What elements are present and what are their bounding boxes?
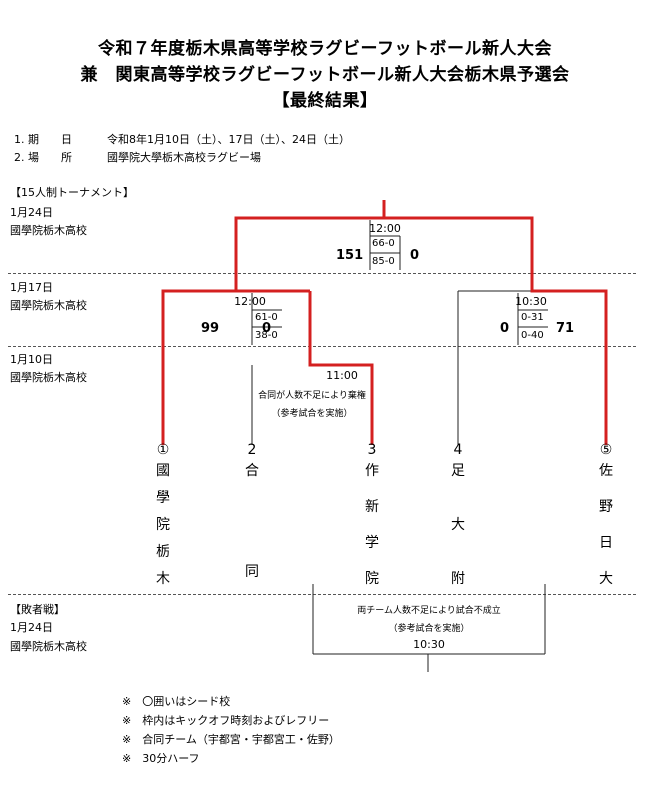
date-value: 令和8年1月10日（土）、17日（土）、24日（土） (107, 133, 350, 146)
team-name-char: 野 (599, 499, 613, 515)
team-number: 2 (247, 442, 257, 458)
divider-round2 (8, 346, 636, 347)
winner-path (384, 216, 608, 445)
semi-left-right-score: 0 (262, 321, 271, 336)
team-name-char: 學 (156, 490, 170, 506)
team-name-char: 佐 (599, 463, 613, 479)
winner-path (161, 200, 386, 445)
loser-title: 【敗者戦】 (10, 603, 65, 616)
team-name-char: 院 (365, 571, 379, 587)
page-title-line2: 兼 関東高等学校ラグビーフットボール新人大会栃木県予選会 (80, 65, 570, 85)
team-name-char: 木 (156, 571, 170, 587)
team-name-char: 日 (599, 535, 613, 551)
team-number: ① (156, 442, 170, 458)
team-name-char: 院 (156, 517, 170, 533)
first-round-note1: 合同が人数不足により棄権 (258, 391, 366, 401)
loser-time: 10:30 (413, 638, 445, 651)
page-title-line1: 令和７年度栃木県高等学校ラグビーフットボール新人大会 (98, 39, 552, 59)
final-half2: 85-0 (372, 256, 395, 267)
loser-venue: 國學院栃木高校 (10, 640, 87, 653)
semi-left-half1: 61-0 (255, 312, 278, 323)
team-name-char: 合 (245, 463, 259, 479)
team-name-char: 作 (365, 463, 379, 479)
semi-right-half1: 0-31 (521, 312, 544, 323)
first-round-note2: （参考試合を実施） (271, 409, 353, 419)
footnote: ※ 〇囲いはシード校 (122, 695, 231, 708)
team-name-char: 國 (156, 463, 170, 479)
team-sakushin-gakuin: 3 作 新 学 院 (362, 442, 382, 588)
final-right-score: 0 (410, 248, 420, 263)
winner-path (308, 291, 374, 445)
footnote: ※ 合同チーム（宇都宮・宇都宮工・佐野） (122, 733, 340, 746)
team-number: ⑤ (599, 442, 613, 458)
semi-left-time: 12:00 (234, 295, 266, 308)
team-asadai-fuzoku: 4 足 大 附 (448, 442, 468, 588)
team-name-char: 大 (451, 517, 465, 533)
round1-venue: 國學院栃木高校 (10, 371, 87, 384)
team-name-char: 同 (245, 564, 259, 580)
tournament-title: 【15人制トーナメント】 (10, 186, 134, 199)
semi-right-right-score: 71 (556, 321, 575, 336)
team-name-char: 学 (365, 535, 379, 551)
final-left-score: 151 (336, 248, 364, 263)
team-number: 4 (453, 442, 463, 458)
date-label: 1. 期 日 (14, 133, 72, 146)
first-round-time: 11:00 (326, 369, 358, 382)
round1-date: 1月10日 (10, 353, 53, 366)
semi-left-left-score: 99 (201, 321, 220, 336)
semi-right-left-score: 0 (500, 321, 510, 336)
team-name-char: 足 (451, 463, 465, 479)
semi-right-half2: 0-40 (521, 330, 544, 341)
team-sano-nichidai: ⑤ 佐 野 日 大 (596, 442, 616, 588)
team-name-char: 新 (365, 499, 379, 515)
loser-note2: （参考試合を実施） (388, 624, 470, 634)
round3-date: 1月24日 (10, 206, 53, 219)
venue-label: 2. 場 所 (14, 151, 72, 164)
loser-date: 1月24日 (10, 621, 53, 634)
team-name-char: 大 (599, 571, 613, 587)
footnote: ※ 30分ハーフ (122, 752, 200, 765)
loser-note1: 両チーム人数不足により試合不成立 (357, 606, 501, 616)
semi-left-right-score-text: 0 (262, 321, 272, 336)
semi-left-half2: 38-0 (255, 330, 278, 341)
round2-date: 1月17日 (10, 281, 53, 294)
round2-venue: 國學院栃木高校 (10, 299, 87, 312)
divider-round3 (8, 273, 636, 274)
footnote: ※ 枠内はキックオフ時刻およびレフリー (122, 714, 330, 727)
semi-right-time: 10:30 (515, 295, 547, 308)
page-title-line3: 【最終結果】 (272, 91, 378, 111)
team-name-char: 附 (451, 571, 465, 587)
team-joint: 2 合 同 (242, 442, 262, 581)
divider-loser (8, 594, 636, 595)
team-number: 3 (367, 442, 377, 458)
final-time: 12:00 (369, 222, 401, 235)
team-kokugakuin-tochigi: ① 國 學 院 栃 木 (153, 442, 173, 588)
final-half1: 66-0 (372, 238, 395, 249)
venue-value: 國學院大學栃木高校ラグビー場 (107, 151, 261, 164)
round3-venue: 國學院栃木高校 (10, 224, 87, 237)
team-name-char: 栃 (156, 544, 170, 560)
